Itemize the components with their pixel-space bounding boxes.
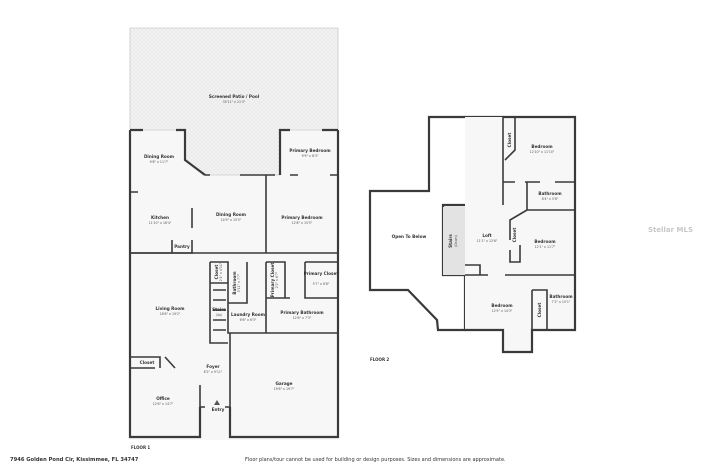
room-name: Bedroom — [534, 239, 556, 244]
floor-2-plan — [368, 115, 577, 354]
room-name: Bedroom — [531, 144, 553, 149]
room-dims: 35'11" x 21'3" — [223, 100, 246, 104]
room-name: Bathroom — [538, 191, 562, 196]
room-name: Screened Patio / Pool — [209, 94, 260, 99]
room-dims: (Down) — [454, 235, 458, 247]
room-name: Bedroom — [491, 303, 513, 308]
watermark: Stellar MLS — [648, 226, 694, 234]
room-dims: 14'9" x 15'5" — [221, 218, 242, 222]
room-dims: 12'1" x 11'7" — [535, 245, 556, 249]
room-name: Dining Room — [216, 212, 247, 217]
room-name: Office — [156, 396, 170, 401]
room-dims: (Up) — [216, 313, 223, 317]
room-name: Foyer — [206, 364, 220, 369]
room-dims: 12'6" x 7'3" — [293, 316, 312, 320]
floor-1-plan — [128, 27, 340, 440]
floor-1-label: FLOOR 1 — [131, 445, 150, 450]
room-dims: 6'6" x 6'3" — [240, 318, 257, 322]
room-name: Stairs — [212, 307, 226, 312]
floor-2-label: FLOOR 2 — [370, 357, 389, 362]
room-dims: 5'11" x 7'7" — [237, 273, 241, 292]
room-name: Loft — [482, 233, 491, 238]
room-name: Primary Closet — [270, 263, 275, 298]
room-dims: 19'6" x 19'7" — [274, 387, 295, 391]
room-name: Closet — [214, 265, 219, 280]
room-name: Dining Room — [144, 154, 175, 159]
room-dims: 8'2" x 9'11" — [204, 370, 223, 374]
room-name: Living Room — [155, 306, 185, 311]
room-dims: 11'1" x 12'6" — [477, 239, 498, 243]
entry-arrow-icon — [214, 400, 220, 405]
room-name: Kitchen — [151, 215, 169, 220]
room-name: Stairs — [448, 234, 453, 248]
room-labels-floor-2: Open To Below Closet Bedroom 12'10" x 11… — [370, 133, 573, 362]
room-name: Closet — [140, 360, 155, 365]
room-name: Primary Bedroom — [281, 215, 323, 220]
room-name: Garage — [276, 381, 293, 386]
room-name: Pantry — [174, 244, 190, 249]
room-labels-floor-1: Screened Patio / Pool 35'11" x 21'3" Din… — [131, 94, 338, 450]
room-name: Laundry Room — [231, 312, 266, 317]
room-dims: 12'10" x 11'10" — [530, 150, 555, 154]
room-name: Closet — [512, 228, 517, 243]
room-name: Closet — [537, 303, 542, 318]
room-name: Bathroom — [549, 294, 573, 299]
property-address: 7946 Golden Pond Cir, Kissimmee, FL 3474… — [10, 457, 139, 463]
room-dims: 7'2" x 10'1" — [552, 300, 571, 304]
room-name: Primary Closet — [304, 271, 339, 276]
room-name: Closet — [507, 133, 512, 148]
room-dims: 12'6" x 14'7" — [153, 402, 174, 406]
room-name: Open To Below — [392, 234, 427, 239]
room-dims: 8'4" x 5'8" — [542, 197, 559, 201]
room-dims: 12'8" x 15'5" — [292, 221, 313, 225]
room-dims: 9'9" x 8'3" — [302, 154, 319, 158]
room-dims: 9'6" x 11'7" — [150, 160, 169, 164]
disclaimer: Floor plans/tour cannot be used for buil… — [245, 457, 506, 463]
room-dims: 12'5" x 14'3" — [492, 309, 513, 313]
room-name: Bathroom — [232, 271, 237, 295]
room-dims: 5'7" x 6'8" — [313, 282, 330, 286]
room-dims: 11'10" x 16'4" — [149, 221, 172, 225]
stairs-down — [443, 207, 465, 275]
room-dims: 18'6" x 19'2" — [160, 312, 181, 316]
room-name: Entry — [212, 407, 225, 412]
room-name: Primary Bathroom — [280, 310, 324, 315]
room-name: Primary Bedroom — [289, 148, 331, 153]
room-dims: 2'2" x 6'7" — [275, 271, 279, 288]
room-dims: 2'1" x 4'11" — [219, 262, 223, 281]
